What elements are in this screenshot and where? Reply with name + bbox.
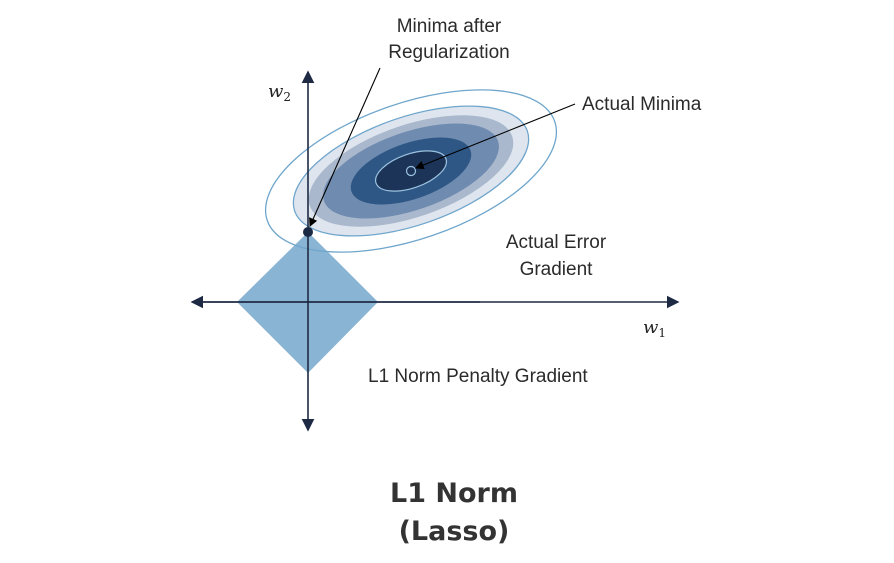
label-actual-error: Actual Error [506,232,607,253]
w2-axis-label: w2 [268,81,291,104]
label-regularization: Regularization [388,42,509,63]
label-minima-after: Minima after [397,16,502,37]
error-contours [264,89,558,253]
title-line1: L1 Norm [390,478,518,509]
title-line2: (Lasso) [399,516,510,547]
pointer-actual-minima [414,103,576,170]
actual-minima-point [405,165,417,177]
contour-outer [264,89,558,253]
label-gradient: Gradient [520,259,594,280]
regularized-minima-point [303,227,313,237]
label-actual-minima: Actual Minima [582,94,702,115]
w1-axis-label: w1 [643,317,666,340]
label-penalty: L1 Norm Penalty Gradient [368,366,588,387]
pointer-regularized [309,67,381,228]
